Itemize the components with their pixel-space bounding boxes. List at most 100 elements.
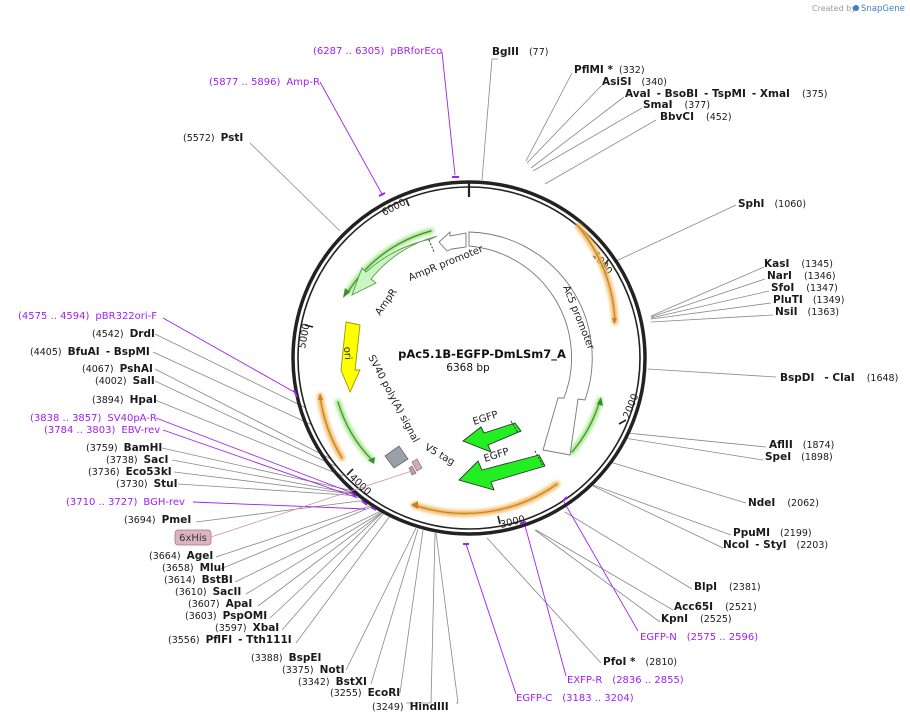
- site-pos: (1648): [867, 373, 899, 384]
- site-pos: (2062): [787, 498, 819, 509]
- feature-label-sv40: SV40 poly(A) signal: [365, 353, 421, 444]
- svg-text:SphI(1060): SphI(1060): [738, 198, 806, 210]
- site-name: PspOMI: [223, 610, 268, 622]
- ampr-dashes: [428, 239, 435, 253]
- site-name: HindIII: [410, 701, 449, 713]
- svg-text:(3614)BstBI: (3614)BstBI: [164, 574, 233, 586]
- svg-text:PflMI *(332): PflMI *(332): [574, 64, 645, 76]
- site-pos: (3603): [185, 611, 217, 622]
- site-name: StuI: [154, 478, 178, 490]
- primer-name: Amp-R: [286, 77, 320, 88]
- egfp-arrow-1: [462, 422, 522, 453]
- primer-range: (6287 .. 6305): [313, 46, 385, 57]
- site-pos: (340): [641, 77, 667, 88]
- primer-name: EXFP-R: [567, 675, 602, 686]
- site-name: SacI: [144, 454, 169, 466]
- restriction-sites: BglII(77) PflMI *(332) AsiSI(340) AvaI- …: [30, 46, 898, 713]
- svg-text:PpuMI(2199): PpuMI(2199): [733, 527, 812, 539]
- site-pos: (5572): [183, 133, 215, 144]
- site-name: - Tth111I: [238, 634, 292, 646]
- ac5-promoter-arrow: [468, 231, 593, 456]
- feature-label-v5: V5 tag: [423, 442, 457, 468]
- primer-name: pBRforEco: [390, 46, 442, 57]
- arrowhead-icon: [368, 457, 375, 464]
- svg-text:(3784 .. 3803)EBV-rev: (3784 .. 3803)EBV-rev: [44, 425, 160, 436]
- primer-name: EBV-rev: [121, 425, 160, 436]
- site-pos: (3556): [168, 635, 200, 646]
- site-pos: (3607): [188, 599, 220, 610]
- sv40-box: [384, 445, 409, 469]
- svg-text:(3603)PspOMI: (3603) PspOMI: [185, 610, 267, 622]
- svg-text:NdeI(2062): NdeI(2062): [748, 497, 819, 509]
- his-tag-box: [408, 465, 417, 476]
- site-name: PpuMI: [733, 527, 770, 539]
- site-name: SfoI: [771, 282, 794, 294]
- outer-orange-arcs: [317, 223, 618, 517]
- svg-text:AflII(1874): AflII(1874): [769, 439, 834, 451]
- site-name: NsiI: [775, 306, 798, 318]
- site-pos: (3894): [92, 395, 124, 406]
- site-pos: (1874): [803, 440, 835, 451]
- site-pos: (2525): [700, 614, 732, 625]
- svg-text:(4575 .. 4594)pBR322ori-F: (4575 .. 4594)pBR322ori-F: [18, 311, 157, 322]
- site-pos: (4542): [92, 329, 124, 340]
- site-pos: (3610): [175, 587, 207, 598]
- his-pill: [174, 529, 212, 546]
- arrowhead-icon: [597, 397, 603, 406]
- svg-text:(3607)ApaI: (3607) ApaI: [188, 598, 252, 610]
- site-name: AsiSI: [602, 76, 631, 88]
- site-name: ApaI: [226, 598, 253, 610]
- svg-text:SmaI(377): SmaI(377): [643, 99, 710, 111]
- site-pos: (77): [529, 47, 549, 58]
- site-pos: (1347): [806, 283, 838, 294]
- site-pos: (3249): [372, 702, 404, 713]
- site-name: BspDI: [780, 372, 814, 384]
- his-leader: [210, 470, 413, 538]
- svg-text:(3738)SacI: (3738)SacI: [106, 454, 168, 466]
- his-label-text: 6xHis: [179, 533, 207, 544]
- svg-text:BglII(77): BglII (77): [492, 46, 548, 58]
- site-name: MluI: [200, 562, 225, 574]
- site-pos: (3694): [124, 515, 156, 526]
- svg-text:KpnI(2525): KpnI(2525): [661, 613, 732, 625]
- site-pos: (4002): [95, 376, 127, 387]
- site-name: SmaI: [643, 99, 673, 111]
- site-name: SphI: [738, 198, 764, 210]
- svg-text:(3556)PflFI- Tth111I: (3556)PflFI- Tth111I: [168, 634, 292, 646]
- svg-text:NarI(1346): NarI(1346): [767, 270, 836, 282]
- site-pos: (3597): [215, 623, 247, 634]
- ampr-promoter-arrow: [438, 230, 467, 252]
- site-pos: (1363): [808, 307, 840, 318]
- site-pos: (3255): [330, 688, 362, 699]
- ampr-arrow: [351, 235, 438, 296]
- site-name: SacII: [213, 586, 242, 598]
- svg-text:SfoI(1347): SfoI (1347): [771, 282, 838, 294]
- site-name: Acc65I: [674, 601, 713, 613]
- site-name: BstBI: [202, 574, 233, 586]
- site-pos: (3759): [86, 443, 118, 454]
- site-pos: (2810): [646, 657, 678, 668]
- site-leader-lines: [152, 58, 777, 704]
- site-pos: (3375): [282, 665, 314, 676]
- svg-text:(4067)PshAI: (4067)PshAI: [82, 363, 153, 375]
- site-name: HpaI: [130, 394, 157, 406]
- arrowhead-icon: [411, 501, 418, 509]
- site-name: - XmaI: [752, 88, 790, 100]
- primer-leader-lines: [155, 51, 639, 695]
- site-name: EcoRI: [368, 687, 401, 699]
- site-name: DrdI: [130, 328, 155, 340]
- site-pos: (4067): [82, 364, 114, 375]
- feature-label-ori: ori: [341, 346, 353, 360]
- svg-text:(3694)PmeI: (3694)PmeI: [124, 514, 191, 526]
- svg-text:(3894)HpaI: (3894) HpaI: [92, 394, 157, 406]
- svg-text:(3710 .. 3727)BGH-rev: (3710 .. 3727)BGH-rev: [66, 497, 185, 508]
- svg-text:BlpI(2381): BlpI(2381): [694, 581, 761, 593]
- svg-text:PluTI(1349): PluTI(1349): [773, 294, 844, 306]
- svg-text:(3730)StuI: (3730)StuI: [116, 478, 178, 490]
- site-name: BglII: [492, 46, 519, 58]
- svg-text:(3249)HindIII: (3249) HindIII: [372, 701, 449, 713]
- svg-text:(3664)AgeI: (3664)AgeI: [149, 550, 213, 562]
- site-name: AgeI: [187, 550, 214, 562]
- snapgene-logo-icon: [853, 5, 859, 11]
- svg-text:(5877 .. 5896)Amp-R: (5877 .. 5896)Amp-R: [209, 77, 320, 88]
